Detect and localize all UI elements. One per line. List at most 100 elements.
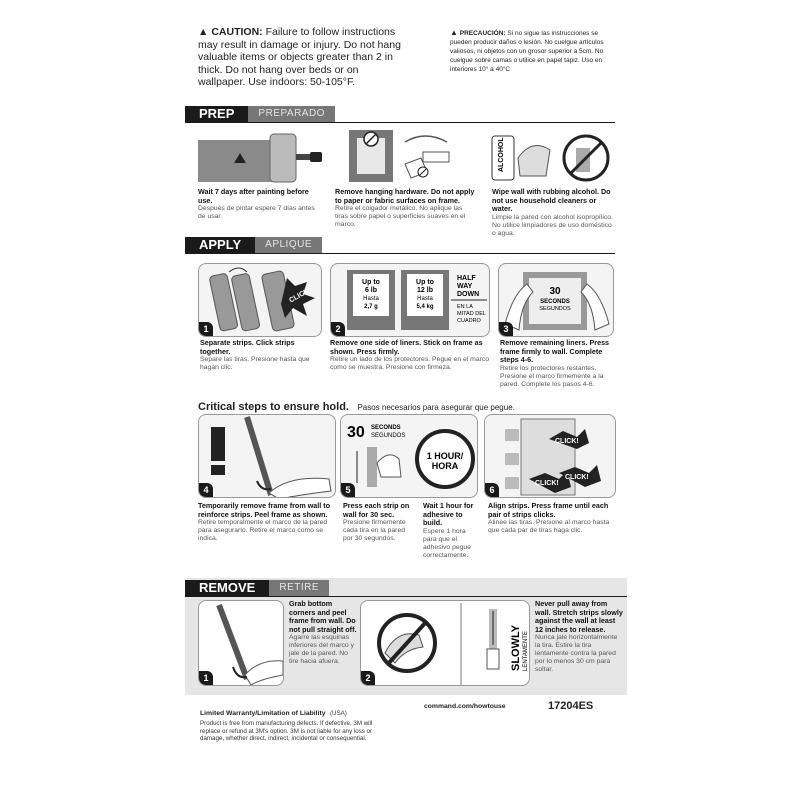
step-number: 2 — [331, 322, 345, 336]
seconds-label: SECONDS — [371, 425, 401, 431]
prep-frame-illustration — [335, 128, 460, 186]
critical-step-5-text: Press each strip on wall for 30 sec. — [343, 501, 410, 519]
critical-step-6-text-es: Alinee las tiras. Presione al marco hast… — [488, 519, 610, 534]
apply-title: APPLY — [185, 237, 256, 253]
critical-steps-heading: Critical steps to ensure hold. Pasos nec… — [198, 397, 618, 415]
half-way-es-2: MITAD DEL — [457, 311, 486, 317]
weight-6-line-3: Hasta — [363, 296, 379, 302]
seconds-label: SECONDS — [540, 299, 570, 305]
seconds-number: 30 — [347, 424, 365, 441]
weight-12-line-1: Up to — [416, 279, 434, 286]
critical-step-4-caption: Temporarily remove frame from wall to re… — [198, 501, 340, 543]
hour-label-es: HORA — [432, 461, 459, 471]
caution-spanish: ▲ PRECAUCIÓN: Si no sigue las instruccio… — [450, 28, 610, 74]
remove-step-1-caption: Grab bottom corners and peel frame from … — [289, 599, 357, 666]
warning-icon: ▲ — [450, 28, 458, 37]
step-number: 1 — [199, 671, 213, 685]
apply-step-2-caption: Remove one side of liners. Stick on fram… — [330, 338, 490, 372]
weight-6-line-1: Up to — [362, 279, 380, 286]
product-code: 17204ES — [548, 700, 594, 712]
remove-step-1-text: Grab bottom corners and peel frame from … — [289, 599, 357, 634]
weight-6-line-2: 6 lb — [365, 287, 377, 294]
remove-step-2-panel: SLOWLY LENTAMENTE 2 — [360, 600, 530, 686]
prep-step-1-text-es: Después de pintar espere 7 días antes de… — [198, 205, 315, 220]
prep-title: PREP — [185, 106, 249, 122]
seconds-label-es: SEGUNDOS — [371, 433, 405, 439]
critical-step-5-panel: 30 SECONDS SEGUNDOS 1 HOUR/ HORA 5 — [340, 414, 478, 498]
prep-step-1: Wait 7 days after painting before use. D… — [198, 187, 323, 221]
critical-wait-caption: Wait 1 hour for adhesive to build. Esper… — [423, 501, 478, 560]
remove-section-header: REMOVE RETIRE — [185, 580, 627, 597]
step-number: 3 — [499, 322, 513, 336]
alcohol-bottle-label: ALCOHOL — [498, 137, 505, 172]
seconds-label-es: SEGUNDOS — [539, 306, 571, 312]
critical-wait-text: Wait 1 hour for adhesive to build. — [423, 501, 474, 527]
prep-step-3: Wipe wall with rubbing alcohol. Do not u… — [492, 187, 617, 238]
half-way-3: DOWN — [457, 291, 479, 298]
critical-step-4-text-es: Retire temporalmente el marco de la pare… — [198, 519, 328, 542]
critical-step-6-caption: Align strips. Press frame until each pai… — [488, 501, 616, 535]
remove-step-2-text-es: Nunca jale horizontalmente la tira. Esti… — [535, 634, 618, 673]
critical-wait-text-es: Espere 1 hora para que el adhesivo pegue… — [423, 527, 471, 559]
critical-step-6-text: Align strips. Press frame until each pai… — [488, 501, 609, 519]
apply-step-3-panel: 30 SECONDS SEGUNDOS 3 — [498, 263, 614, 337]
weight-6-line-4: 2,7 g — [364, 304, 378, 310]
hour-label: 1 HOUR/ — [427, 451, 464, 461]
apply-step-2-text-es: Retire un lado de los protectores. Pegue… — [330, 356, 490, 371]
critical-step-4-text: Temporarily remove frame from wall to re… — [198, 501, 331, 519]
prep-step-1-text: Wait 7 days after painting before use. — [198, 187, 309, 205]
remove-title-es: RETIRE — [269, 580, 330, 596]
prep-paint-illustration — [198, 130, 323, 185]
apply-step-3-caption: Remove remaining liners. Press frame fir… — [500, 338, 616, 389]
remove-step-2-caption: Never pull away from wall. Stretch strip… — [535, 599, 623, 674]
half-way-es-3: CUADRO — [457, 318, 482, 324]
critical-step-4-panel: 4 — [198, 414, 336, 498]
caution-english: ▲ CAUTION: Failure to follow instruction… — [198, 26, 408, 89]
critical-title: Critical steps to ensure hold. — [198, 401, 349, 413]
warranty-title: Limited Warranty/Limitation of Liability — [200, 710, 326, 717]
weight-12-line-2: 12 lb — [417, 287, 433, 294]
caution-text: Failure to follow instructions may resul… — [198, 26, 401, 88]
apply-step-1-panel: CLICK! 1 — [198, 263, 322, 337]
weight-12-line-3: Hasta — [417, 296, 433, 302]
click-label: CLICK! — [555, 438, 579, 445]
critical-step-5-caption: Press each strip on wall for 30 sec. Pre… — [343, 501, 413, 543]
seconds-number: 30 — [549, 286, 561, 297]
critical-subtitle: Pasos necesarios para asegurar que pegue… — [357, 403, 515, 412]
apply-step-2-panel: Up to 6 lb Hasta 2,7 g Up to 12 lb Hasta… — [330, 263, 490, 337]
remove-step-1-panel: 1 — [198, 600, 284, 686]
remove-step-1-text-es: Agarre las esquinas inferiores del marco… — [289, 634, 354, 665]
website-link[interactable]: command.com/howtouse — [424, 703, 506, 710]
prep-step-3-text: Wipe wall with rubbing alcohol. Do not u… — [492, 187, 611, 213]
apply-step-1-caption: Separate strips. Click strips together. … — [200, 338, 320, 372]
prep-section-header: PREP PREPARADO — [185, 106, 615, 123]
prep-step-2-text: Remove hanging hardware. Do not apply to… — [335, 187, 475, 205]
prep-alcohol-illustration: ALCOHOL — [488, 128, 613, 186]
caution-es-label: PRECAUCIÓN: — [459, 30, 506, 37]
click-label: CLICK! — [565, 474, 589, 481]
apply-section-header: APPLY APLIQUE — [185, 237, 615, 254]
warranty-block: Limited Warranty/Limitation of Liability… — [200, 702, 385, 743]
apply-step-1-text-es: Separe las tiras. Presione hasta que hag… — [200, 356, 310, 371]
prep-step-2: Remove hanging hardware. Do not apply to… — [335, 187, 475, 229]
caution-label: CAUTION: — [211, 26, 263, 38]
critical-step-5-text-es: Presione firmemente cada tira en la pare… — [343, 519, 406, 542]
slowly-label: SLOWLY — [510, 624, 522, 671]
step-number: 5 — [341, 483, 355, 497]
half-way-es-1: EN LA — [457, 304, 473, 310]
apply-step-2-text: Remove one side of liners. Stick on fram… — [330, 338, 483, 356]
half-way-2: WAY — [457, 283, 473, 290]
prep-step-3-text-es: Limpie la pared con alcohol isopropílico… — [492, 213, 613, 237]
half-way-1: HALF — [457, 275, 476, 282]
warranty-region: (USA) — [329, 710, 347, 717]
critical-step-6-panel: CLICK! CLICK! CLICK! 6 — [484, 414, 616, 498]
slowly-label-es: LENTAMENTE — [523, 631, 529, 671]
step-number: 4 — [199, 483, 213, 497]
prep-title-es: PREPARADO — [248, 106, 335, 122]
remove-step-2-text: Never pull away from wall. Stretch strip… — [535, 599, 623, 634]
remove-title: REMOVE — [185, 580, 270, 596]
apply-step-3-text-es: Retire los protectores restantes. Presio… — [500, 364, 604, 388]
apply-step-3-text: Remove remaining liners. Press frame fir… — [500, 338, 610, 364]
weight-12-line-4: 5,4 kg — [416, 304, 433, 310]
step-number: 6 — [485, 483, 499, 497]
